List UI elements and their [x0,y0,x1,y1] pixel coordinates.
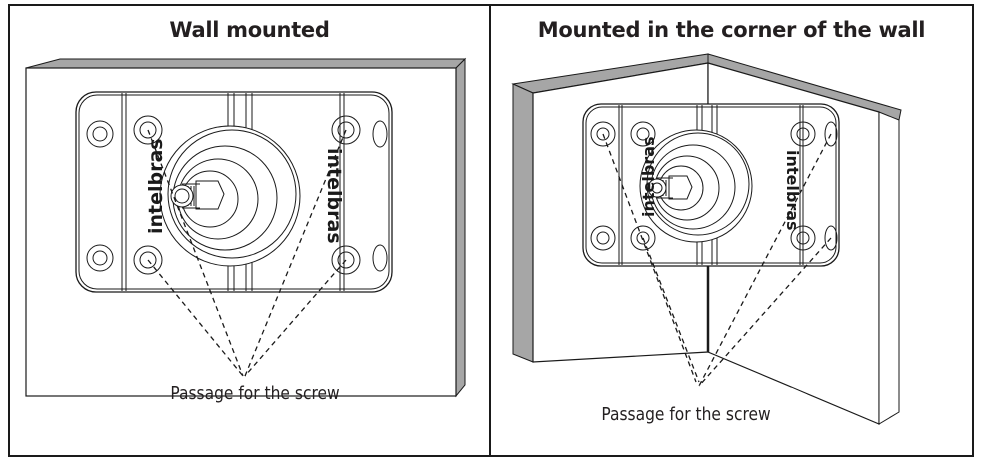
panel-wall-mounted: Wall mounted [10,6,489,455]
screw-hole [133,115,163,145]
screw-hole [590,225,616,251]
wall-mount-illustration: intelbras intelbras [25,57,467,398]
screw-hole [331,245,361,275]
panel-title: Mounted in the corner of the wall [537,18,926,42]
screw-hole [86,120,114,148]
screw-hole [133,245,163,275]
screw-hole [790,121,816,147]
screw-passage-caption: Passage for the screw [170,383,340,404]
leader-lines [147,129,347,377]
screw-hole [590,121,616,147]
screw-hole [630,225,656,251]
screw-passage-caption: Passage for the screw [601,404,771,425]
corner-mount-illustration: intelbras intelbras [511,53,902,425]
panel-divider [489,4,491,457]
screw-hole [86,244,114,272]
brand-logo: intelbras [783,150,802,231]
left-wall-side-edge [512,83,534,363]
wall-right-edge [455,57,466,398]
brand-logo: intelbras [323,148,345,244]
figure-frame [8,4,974,457]
panel-corner-mounted: Mounted in the corner of the wall [491,6,972,455]
screw-hole [630,121,656,147]
right-wall-side-edge [878,111,900,425]
screw-hole [331,115,361,145]
brand-logo: intelbras [145,138,167,234]
panel-title: Wall mounted [169,18,330,42]
brand-logo: intelbras [639,136,658,217]
screw-hole [790,225,816,251]
mounting-bracket [582,103,840,267]
leader-lines [602,133,832,387]
wall-top-edge [25,58,467,69]
mounting-bracket [75,91,393,293]
